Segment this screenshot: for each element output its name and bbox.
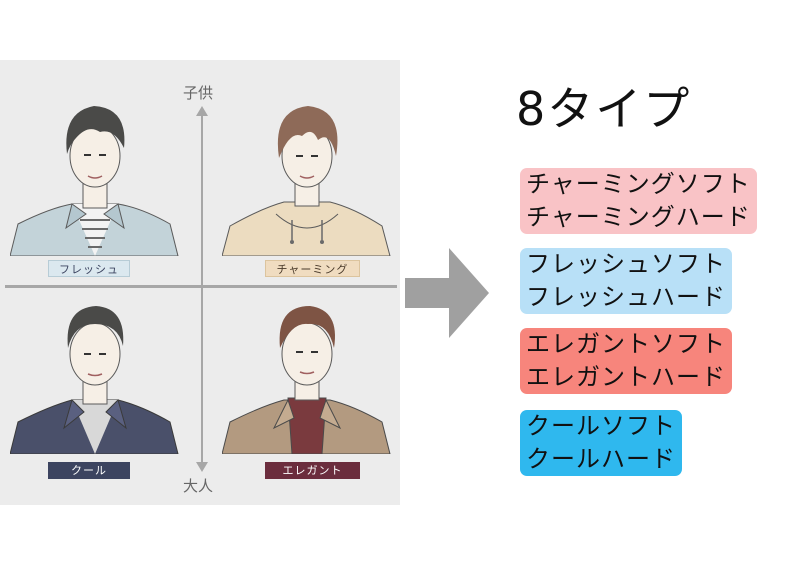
charming-portrait-illustration — [222, 106, 391, 256]
type-fresh-soft: フレッシュソフト — [526, 250, 726, 278]
type-charming-soft: チャーミングソフト — [526, 170, 751, 198]
type-elegant-hard: エレガントハード — [526, 363, 726, 391]
type-group-fresh: フレッシュソフト フレッシュハード — [520, 248, 732, 314]
axis-arrow-up-icon — [196, 106, 208, 116]
axis-arrow-down-icon — [196, 462, 208, 472]
type-group-cool: クールソフト クールハード — [520, 410, 682, 476]
vertical-axis — [201, 110, 203, 470]
type-charming-hard: チャーミングハード — [526, 203, 751, 231]
type-group-charming: チャーミングソフト チャーミングハード — [520, 168, 757, 234]
type-group-elegant: エレガントソフト エレガントハード — [520, 328, 732, 394]
axis-label-adult: 大人 — [183, 477, 214, 495]
type-cool-soft: クールソフト — [526, 412, 676, 440]
type-elegant-soft: エレガントソフト — [526, 330, 726, 358]
right-arrow-icon — [405, 248, 489, 338]
type-cool-hard: クールハード — [526, 445, 676, 473]
quadrant-label-charming: チャーミング — [265, 260, 360, 277]
elegant-portrait-illustration — [222, 306, 391, 454]
cool-portrait-illustration — [10, 306, 179, 454]
quadrant-label-fresh: フレッシュ — [48, 260, 130, 277]
quadrant-label-cool: クール — [48, 462, 130, 479]
quadrant-label-elegant: エレガント — [265, 462, 360, 479]
fresh-portrait-illustration — [10, 106, 179, 256]
page-title: 8タイプ — [516, 82, 692, 136]
type-fresh-hard: フレッシュハード — [526, 283, 726, 311]
axis-label-child: 子供 — [183, 84, 214, 102]
